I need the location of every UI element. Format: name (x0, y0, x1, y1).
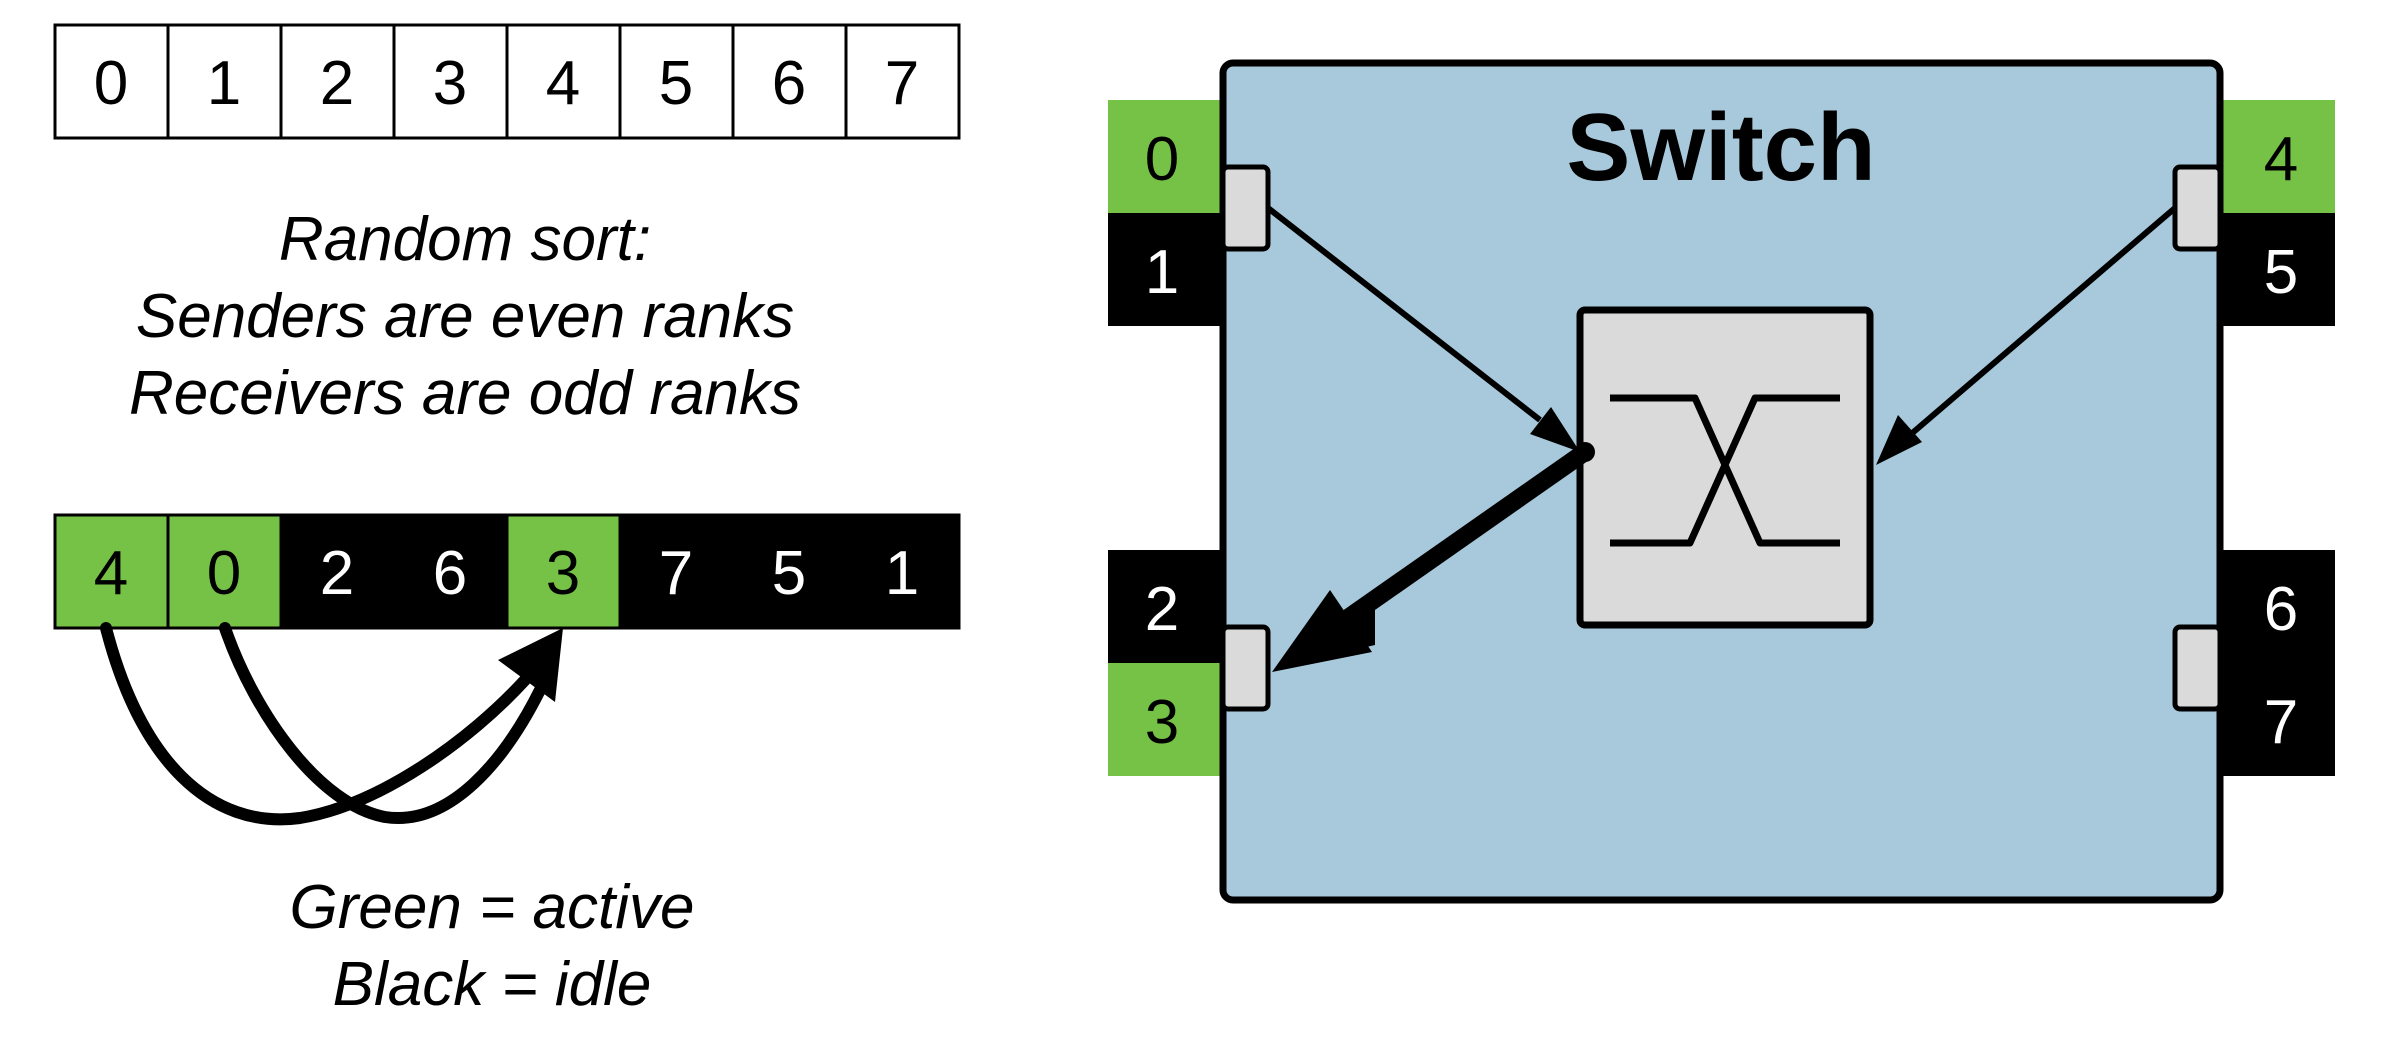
rank-cell-label: 5 (659, 49, 693, 118)
rank-array: 0 1 2 3 4 5 6 7 (53, 23, 961, 140)
port-connector (1220, 164, 1271, 252)
sorted-cell-label: 1 (885, 539, 919, 608)
sorted-cell-label: 7 (659, 539, 693, 608)
crossbar-icon (1610, 394, 1840, 547)
send-arrow-0-to-3 (219, 622, 546, 824)
description: Random sort: Senders are even ranks Rece… (129, 205, 801, 428)
sorted-cell: 1 (844, 513, 961, 630)
sorted-cell-label: 4 (94, 539, 128, 608)
rank-cell: 4 (505, 23, 622, 140)
sorted-cell-label: 0 (207, 539, 241, 608)
port-label: 6 (2264, 575, 2298, 644)
sorted-cell: 0 (166, 513, 283, 630)
description-line-1: Random sort: (279, 205, 651, 274)
port-label: 3 (1145, 688, 1179, 757)
rank-cell: 5 (618, 23, 735, 140)
rank-cell: 1 (166, 23, 283, 140)
send-arrow-4-to-3 (100, 622, 531, 826)
rank-cell-label: 6 (772, 49, 806, 118)
rank-cell: 2 (279, 23, 396, 140)
input-arrow-right (1908, 205, 2177, 438)
rank-cell: 7 (844, 23, 961, 140)
switch-arrows (1266, 205, 2177, 672)
port-label: 7 (2264, 688, 2298, 757)
arrowhead-icon (1272, 590, 1372, 672)
port-label: 5 (2264, 238, 2298, 307)
output-arrow-origin (1575, 442, 1595, 462)
sorted-cell: 7 (618, 513, 735, 630)
sorted-rank-array: 4 0 2 6 3 7 5 1 (53, 513, 961, 630)
rank-cell-label: 7 (885, 49, 919, 118)
sorted-cell: 3 (505, 513, 622, 630)
crossbar (1576, 306, 1874, 629)
arrowhead-icon (498, 628, 563, 702)
arrowhead-icon (1876, 415, 1922, 465)
description-line-3: Receivers are odd ranks (129, 359, 801, 428)
port-group-bottom-left: 2 3 (1108, 550, 1223, 776)
port-label: 1 (1145, 238, 1179, 307)
rank-cell-label: 0 (94, 49, 128, 118)
rank-cell: 3 (392, 23, 509, 140)
port-label: 2 (1145, 575, 1179, 644)
switch: 0 1 2 3 4 5 6 7 Switch (1108, 59, 2335, 904)
sorted-cell-label: 5 (772, 539, 806, 608)
port-connector (2172, 164, 2223, 252)
rank-cell-label: 3 (433, 49, 467, 118)
port-group-top-left: 0 1 (1108, 100, 1223, 326)
sorted-cell-label: 2 (320, 539, 354, 608)
legend-line-1: Green = active (290, 873, 695, 942)
sorted-cell: 6 (392, 513, 509, 630)
port-label: 4 (2264, 125, 2298, 194)
description-line-2: Senders are even ranks (136, 282, 794, 351)
legend-line-2: Black = idle (333, 950, 652, 1019)
sorted-cell: 2 (279, 513, 396, 630)
port-connector (2172, 624, 2223, 712)
arrowhead-icon (1530, 407, 1580, 452)
legend: Green = active Black = idle (290, 873, 695, 1019)
port-group-bottom-right: 6 7 (2220, 550, 2335, 776)
sorted-cell: 5 (731, 513, 848, 630)
sorted-cell: 4 (53, 513, 170, 630)
rank-cell: 0 (53, 23, 170, 140)
send-arrows (100, 622, 563, 826)
rank-cell-label: 2 (320, 49, 354, 118)
rank-cell-label: 1 (207, 49, 241, 118)
port-connector (1220, 624, 1271, 712)
sorted-cell-label: 6 (433, 539, 467, 608)
rank-cell: 6 (731, 23, 848, 140)
input-arrow-left (1266, 205, 1542, 423)
rank-cell-label: 4 (546, 49, 580, 118)
sorted-cell-label: 3 (546, 539, 580, 608)
port-label: 0 (1145, 125, 1179, 194)
output-arrow (1336, 443, 1594, 629)
port-group-top-right: 4 5 (2220, 100, 2335, 326)
switch-title: Switch (1566, 94, 1875, 201)
